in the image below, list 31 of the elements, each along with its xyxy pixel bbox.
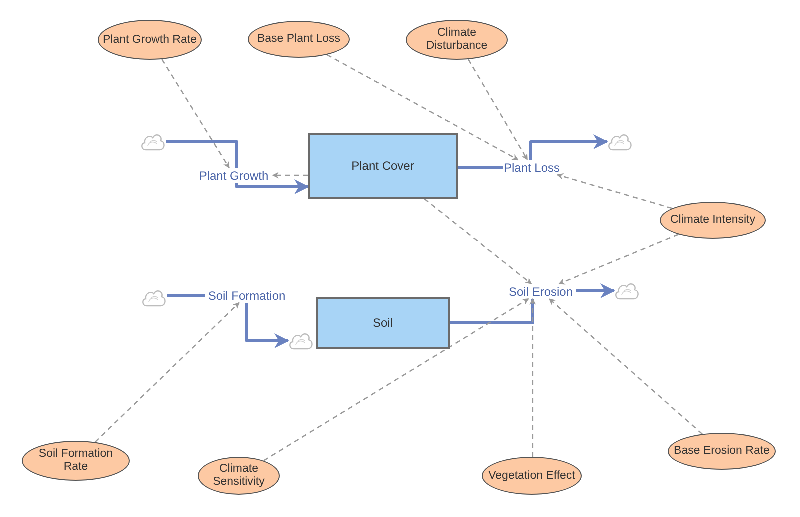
link-arrow bbox=[263, 298, 530, 462]
link-arrow bbox=[468, 59, 528, 161]
stock-box bbox=[308, 133, 458, 199]
variable-name: Vegetation Effect bbox=[488, 470, 576, 482]
variable-name: Plant Cover bbox=[352, 158, 414, 175]
variable-name: Climate Intensity bbox=[670, 214, 756, 227]
flow-label: Plant Growth bbox=[195, 168, 273, 183]
flow-label: Plant Loss bbox=[503, 160, 561, 175]
variable-name: Soil bbox=[372, 315, 393, 332]
link-arrow bbox=[556, 174, 673, 210]
variable-name: Plant Growth Rate bbox=[103, 34, 197, 46]
flow-arrow bbox=[246, 303, 290, 348]
link-arrow bbox=[424, 198, 532, 284]
variable-name: Climate Sensitivity bbox=[212, 463, 266, 489]
link-arrow bbox=[162, 59, 230, 169]
flow-arrow bbox=[530, 134, 608, 160]
link-arrow bbox=[530, 298, 536, 457]
flow-arrow bbox=[576, 284, 616, 298]
variable-name: Soil Formation Rate bbox=[38, 448, 114, 474]
link-arrow bbox=[94, 302, 240, 443]
flow-arrow bbox=[236, 180, 310, 194]
variable-name: Climate Disturbance bbox=[425, 27, 489, 53]
link-arrow bbox=[326, 54, 519, 161]
link-arrow bbox=[272, 172, 308, 179]
variable-name: Base Plant Loss bbox=[257, 33, 341, 46]
variable-name: Base Erosion Rate bbox=[674, 445, 770, 458]
flow-label: Soil Formation bbox=[205, 288, 289, 303]
link-arrow bbox=[558, 234, 680, 285]
stock-box bbox=[316, 297, 450, 349]
link-arrow bbox=[549, 298, 703, 435]
flow-label: Soil Erosion bbox=[506, 284, 576, 299]
